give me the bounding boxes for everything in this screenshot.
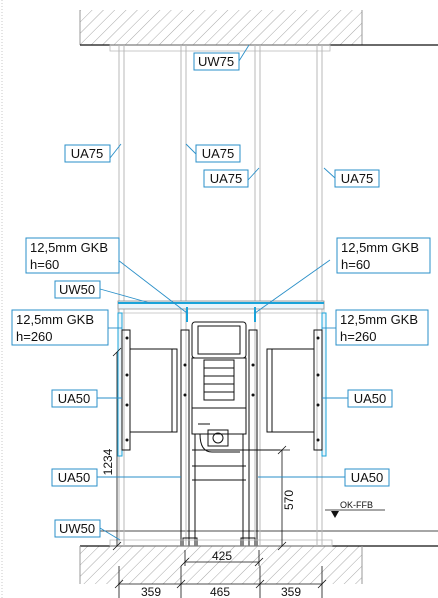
label-gkb-upper-left: 12,5mm GKB [30,240,108,255]
ua50-posts [121,329,323,547]
label-uw75: UW75 [198,54,234,69]
floor-slab [79,545,438,584]
label-h60-right: h=60 [341,257,370,272]
label-ua75-right: UA75 [341,171,374,186]
ok-ffb-marker [325,509,385,518]
label-ua75-center-left: UA75 [202,146,235,161]
dimension-425-text: 425 [212,549,232,563]
ceiling-slab [79,10,438,46]
dimension-1234 [112,347,122,551]
label-uw50-top: UW50 [59,282,95,297]
dimension-570 [246,445,290,551]
label-gkb-lower-left: 12,5mm GKB [16,312,94,327]
dimension-chain-bottom [114,566,327,598]
dimension-570-text: 570 [282,490,296,510]
uw50-top-rail [117,300,325,314]
label-ua75-center-right: UA75 [210,171,243,186]
dimension-425 [180,550,264,567]
dimension-359-left-text: 359 [141,585,161,598]
dimension-1234-text: 1234 [101,448,115,475]
label-ok-ffb: OK-FFB [340,500,373,510]
label-ua50-left-lower: UA50 [58,470,91,485]
label-h260-right: h=260 [340,329,377,344]
leader-lines [97,44,348,541]
dimension-359-right-text: 359 [281,585,301,598]
label-ua50-right-lower: UA50 [351,470,384,485]
label-ua50-right-upper: UA50 [354,391,387,406]
frame-feet [182,537,256,547]
gkb-upper-boards [186,307,256,322]
side-panels [129,348,315,433]
panel-fixings [125,336,320,442]
wc-frame [191,321,280,546]
label-uw50-bottom: UW50 [59,521,95,536]
uw75-track [109,44,331,52]
uw50-bottom-rail [109,539,333,547]
dimension-465-text: 465 [210,585,230,598]
label-ua50-left-upper: UA50 [58,391,91,406]
label-gkb-lower-right: 12,5mm GKB [340,312,418,327]
label-gkb-upper-right: 12,5mm GKB [341,240,419,255]
labels: UW75 UA75 UA75 UA75 UA75 12,5mm GKB h=60… [11,52,431,538]
label-h60-left: h=60 [30,257,59,272]
wc-connection-pipes [198,423,240,453]
ua75-studs [118,45,323,546]
label-ua75-left: UA75 [71,146,104,161]
label-h260-left: h=260 [16,329,53,344]
